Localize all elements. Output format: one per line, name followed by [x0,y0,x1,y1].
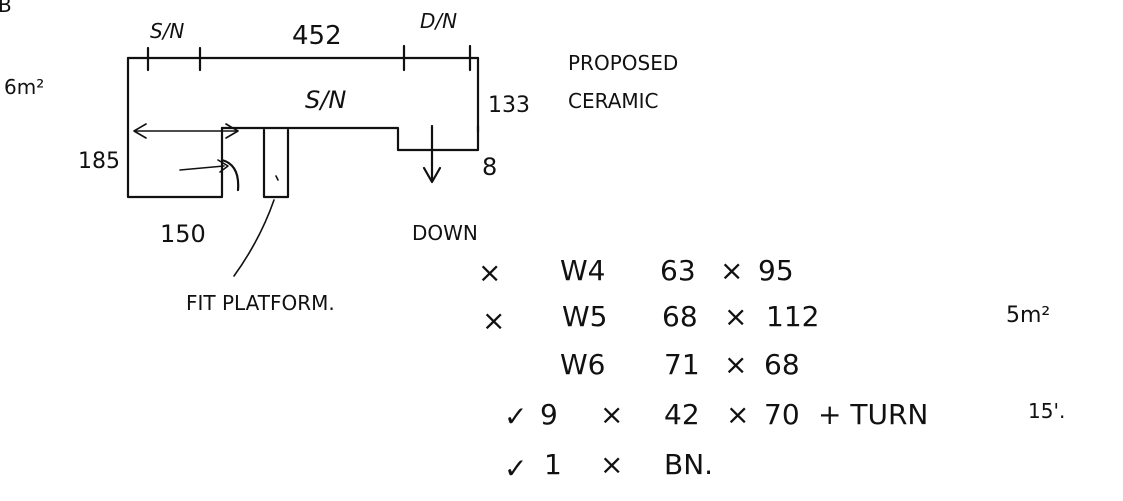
row-2-mark: × [482,304,505,337]
row-4-col-5: 70 [764,398,800,431]
door-swing [220,126,240,198]
dim-right: 133 [488,93,530,118]
row-2-col-3: × [724,300,747,333]
row-2-col-4: 112 [766,300,819,333]
row-2-col-2: 68 [662,300,698,333]
platform-mark [275,175,279,181]
area-left: 6m² [4,75,44,99]
row-1-col-1: W4 [560,254,606,287]
row-3-col-2: 71 [664,348,700,381]
row-1-col-3: × [720,254,743,287]
row-5-col-3: BN. [664,448,713,481]
corner-mark: B [0,0,12,17]
row-2-col-1: W5 [562,300,608,333]
row-4-col-3: 42 [664,398,700,431]
platform-label: FIT PLATFORM. [186,291,335,315]
row-4-mark: ✓ [504,400,527,433]
row-4-col-6: + TURN [818,398,928,431]
door-pointer-head [217,159,229,173]
row-1-col-2: 63 [660,254,696,287]
row-3-col-1: W6 [560,348,606,381]
dim-top-sn: S/N [150,19,184,43]
row-4-col-1: 9 [540,398,558,431]
dim-top-main: 452 [292,21,342,51]
door-pointer [179,165,225,171]
side-note-count: 15'. [1028,399,1065,423]
room-left-edge [126,56,224,199]
row-3-col-3: × [724,348,747,381]
dim-left: 185 [78,149,120,174]
row-5-col-2: × [600,448,623,481]
proposed-line-1: PROPOSED [568,51,678,75]
row-4-col-2: × [600,398,623,431]
row-3-col-4: 68 [764,348,800,381]
dim-step: 8 [482,153,497,181]
row-4-col-4: × [726,398,749,431]
room-label: S/N [305,86,346,114]
down-arrow-head [422,166,442,184]
room-right-edge [220,56,480,152]
top-dimension-ticks [146,44,472,72]
row-1-col-4: 95 [758,254,794,287]
proposed-line-2: CERAMIC [568,89,659,113]
side-note-area: 5m² [1006,303,1050,328]
row-5-mark: ✓ [504,452,527,485]
inner-arrow-head-right [225,123,239,139]
platform-box [262,128,290,199]
dim-top-dn: D/N [420,9,457,33]
dim-bottom: 150 [160,220,206,248]
platform-leader [233,199,275,277]
row-1-mark: × [478,256,501,289]
row-5-col-1: 1 [544,448,562,481]
down-label: DOWN [412,221,478,245]
inner-arrow-head-left [133,123,147,139]
